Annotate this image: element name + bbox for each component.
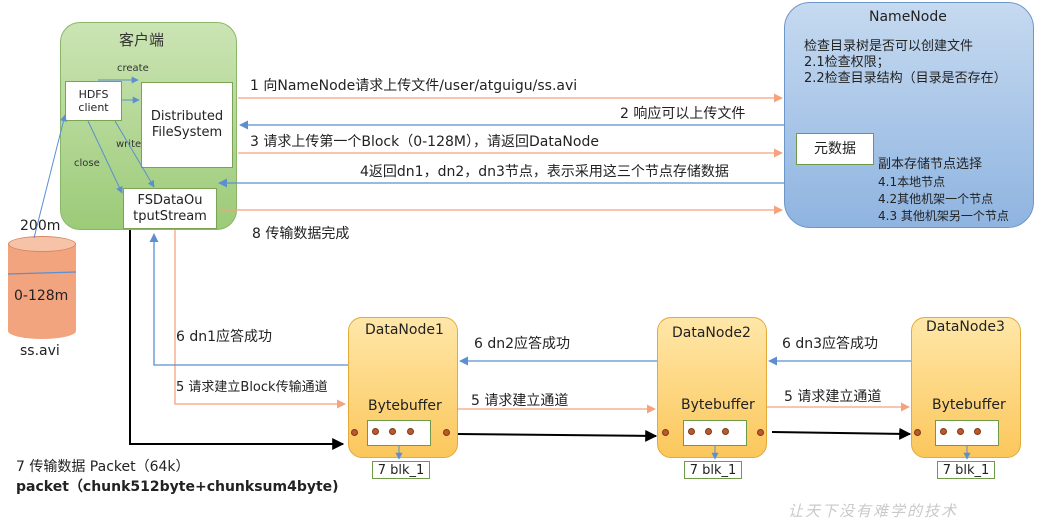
replica-other-rack-1: 4.2其他机架一个节点 [878,192,994,206]
packet-dot [443,429,450,436]
datanode1-title: DataNode1 [365,322,444,338]
datanode3-block: 7 blk_1 [937,461,995,479]
step5-channel1-label: 5 请求建立通道 [471,393,569,409]
datanode2-buffer-label: Bytebuffer [681,397,755,413]
metadata-box: 元数据 [796,133,874,165]
file-block-label: 0-128m [14,288,69,304]
distributed-filesystem-box: Distributed FileSystem [141,82,233,168]
arrow-step7-packet [129,230,345,450]
packet-dot [974,428,981,435]
file-cylinder-body [8,244,76,331]
datanode1-block: 7 blk_1 [372,461,430,479]
file-size-label: 200m [20,218,61,234]
step3-label: 3 请求上传第一个Block（0-128M），请返回DataNode [250,134,599,150]
packet-dot [389,428,396,435]
step2-label: 2 响应可以上传文件 [620,106,746,122]
replica-other-rack-2: 4.3 其他机架另一个节点 [878,209,1009,223]
packet-dot [688,428,695,435]
packet-dot [914,429,921,436]
packet-dot [351,429,358,436]
arrow-dn2-to-dn3 [771,427,912,440]
namenode-check-perm: 2.1检查权限； [804,55,890,70]
packet-dot [722,428,729,435]
step6-dn2-label: 6 dn2应答成功 [474,336,571,352]
step5-channel2-label: 5 请求建立通道 [784,389,882,405]
step6-dn1-label: 6 dn1应答成功 [176,329,273,345]
arrow-step6-dn1 [149,233,348,366]
file-name-label: ss.avi [20,343,60,359]
arrow-step5-block [174,230,346,409]
step8-label: 8 传输数据完成 [252,226,350,242]
arrow-dn1-to-dn2 [457,429,658,442]
arrow-write [114,120,155,188]
create-label: create [117,63,149,74]
datanode3-title: DataNode3 [926,319,1005,335]
packet-dot [662,429,669,436]
step4-label: 4返回dn1，dn2，dn3节点，表示采用这三个节点存储数据 [360,164,729,180]
replica-title: 副本存储节点选择 [878,157,983,172]
namenode-title: NameNode [869,9,947,25]
client-title: 客户端 [119,31,165,49]
arrow-close [87,120,123,194]
namenode-node: NameNode [784,2,1034,228]
file-block-divider [7,271,77,275]
packet-dot [957,428,964,435]
packet-dot [940,428,947,435]
packet-label: packet（chunk512byte+chunksum4byte) [16,479,339,495]
datanode2-block: 7 blk_1 [684,461,742,479]
datanode1-buffer-label: Bytebuffer [368,398,442,414]
step7-label: 7 传输数据 Packet（64k） [16,459,190,475]
packet-dot [705,428,712,435]
replica-local: 4.1本地节点 [878,175,946,189]
packet-dot [407,428,414,435]
watermark: 让天下没有难学的技术 [788,502,959,520]
fsdataoutputstream-box: FSDataOu tputStream [123,188,217,229]
datanode3-buffer-label: Bytebuffer [932,397,1006,413]
step6-dn3-label: 6 dn3应答成功 [782,336,879,352]
packet-dot [757,429,764,436]
packet-dot [372,428,379,435]
namenode-check-dir: 2.2检查目录结构（目录是否存在） [804,71,1007,86]
arrow-file-to-client [33,114,67,239]
hdfs-client-box: HDFS client [65,81,122,121]
file-cylinder-top [8,236,76,252]
step5-block-label: 5 请求建立Block传输通道 [176,380,328,395]
datanode2-title: DataNode2 [672,325,751,341]
close-label: close [74,158,100,169]
step1-label: 1 向NameNode请求上传文件/user/atguigu/ss.avi [250,78,578,94]
namenode-check-tree: 检查目录树是否可以创建文件 [804,39,974,54]
